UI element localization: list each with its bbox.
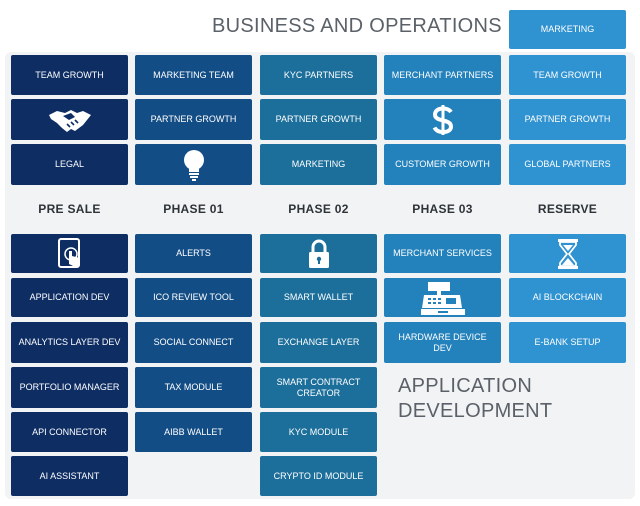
tile-label: LEGAL — [54, 159, 85, 169]
tile-phase03-dollar — [384, 99, 501, 140]
tile-reserve-ai-blockchain: Ai BLOCKCHAIN — [509, 278, 626, 317]
tile-reserve-team-growth: TEAM GROWTH — [509, 55, 626, 95]
tile-phase01-alerts: ALERTS — [135, 234, 252, 273]
tile-phase02-exchange-layer: EXCHANGE LAYER — [260, 322, 377, 363]
tile-label: MARKETING — [291, 159, 346, 169]
tile-label: MERCHANT SERVICES — [393, 248, 492, 258]
tile-label: TEAM GROWTH — [35, 69, 104, 80]
tile-phase02-smart-wallet: SMART WALLET — [260, 278, 377, 317]
tile-reserve-ebank-setup: E-BANK SETUP — [509, 322, 626, 363]
tile-phase01-social-connect: SOCIAL CONNECT — [135, 322, 252, 363]
tile-label: MERCHANT PARTNERS — [391, 69, 494, 80]
tile-label: TEAM GROWTH — [533, 69, 602, 80]
tile-label: HARDWARE DEVICE DEV — [398, 331, 487, 353]
tile-phase03-hardware-device: HARDWARE DEVICE DEV — [384, 322, 501, 363]
tile-phase03-merchant-partners: MERCHANT PARTNERS — [384, 55, 501, 95]
tile-label: CUSTOMER GROWTH — [395, 159, 490, 169]
tile-presale-handshake — [11, 99, 128, 140]
tile-reserve-hourglass — [509, 234, 626, 273]
application-title-line2: DEVELOPMENT — [398, 400, 553, 422]
tile-label: PARTNER GROWTH — [150, 114, 237, 124]
lightbulb-icon — [182, 149, 206, 181]
tile-phase01-tax-module: TAX MODULE — [135, 367, 252, 408]
application-title-line1: APPLICATION — [398, 375, 533, 397]
tile-label: TAX MODULE — [164, 382, 223, 392]
tile-phase01-aibb-wallet: AIBB WALLET — [135, 412, 252, 452]
tile-label: EXCHANGE LAYER — [277, 337, 360, 347]
tile-reserve-partner-growth: PARTNER GROWTH — [509, 99, 626, 140]
tile-label: Ai BLOCKCHAIN — [532, 292, 603, 302]
tablet-touch-icon — [56, 237, 84, 271]
tile-label: MARKETING — [540, 24, 595, 34]
tile-phase01-ico-review: ICO REVIEW TOOL — [135, 278, 252, 317]
tile-label: KYC PARTNERS — [283, 69, 354, 80]
tile-phase02-padlock — [260, 234, 377, 273]
tile-presale-portfolio-manager: PORTFOLIO MANAGER — [11, 367, 128, 408]
tile-phase03-cash-register — [384, 278, 501, 317]
cash-register-icon — [420, 280, 466, 316]
tile-phase02-marketing: MARKETING — [260, 144, 377, 185]
tile-label: SMART CONTRACT CREATOR — [276, 376, 361, 398]
tile-label: PARTNER GROWTH — [275, 114, 362, 124]
hourglass-icon — [557, 238, 579, 270]
tile-label: ICO REVIEW TOOL — [153, 292, 234, 302]
padlock-icon — [308, 239, 330, 269]
tile-presale-api-connector: API CONNECTOR — [11, 412, 128, 452]
tile-phase01-lightbulb — [135, 144, 252, 185]
tile-phase02-kyc-partners: KYC PARTNERS — [260, 55, 377, 95]
tile-phase02-partner-growth: PARTNER GROWTH — [260, 99, 377, 140]
tile-phase01-marketing-team: MARKETING TEAM — [135, 55, 252, 95]
tile-label: SMART WALLET — [283, 292, 354, 302]
dollar-icon — [431, 104, 455, 136]
tile-presale-team-growth: TEAM GROWTH — [11, 55, 128, 95]
column-heading-reserve: RESERVE — [537, 202, 598, 216]
tile-label: E-BANK SETUP — [534, 337, 601, 347]
tile-reserve-global-partners: GLOBAL PARTNERS — [509, 144, 626, 185]
tile-label: MARKETING TEAM — [153, 69, 234, 80]
tile-phase03-customer-growth: CUSTOMER GROWTH — [384, 144, 501, 185]
business-operations-title: BUSINESS AND OPERATIONS — [212, 15, 502, 37]
tile-phase02-kyc-module: KYC MODULE — [260, 412, 377, 452]
tile-reserve-marketing: MARKETING — [509, 10, 626, 49]
tile-label: AIBB WALLET — [164, 426, 223, 437]
tile-presale-legal: LEGAL — [11, 144, 128, 185]
tile-phase01-partner-growth: PARTNER GROWTH — [135, 99, 252, 140]
tile-phase03-merchant-services: MERCHANT SERVICES — [384, 234, 501, 273]
tile-presale-tablet — [11, 234, 128, 273]
tile-label: CRYPTO ID MODULE — [273, 470, 364, 481]
tile-label: PARTNER GROWTH — [524, 114, 611, 124]
tile-phase02-smart-contract: SMART CONTRACT CREATOR — [260, 367, 377, 408]
column-heading-presale: PRE SALE — [38, 202, 101, 216]
column-heading-phase03: PHASE 03 — [412, 202, 473, 216]
tile-label: ANALYTICS LAYER DEV — [18, 337, 121, 347]
tile-label: GLOBAL PARTNERS — [524, 159, 611, 169]
handshake-icon — [47, 105, 93, 135]
column-heading-phase01: PHASE 01 — [163, 202, 224, 216]
tile-label: PORTFOLIO MANAGER — [19, 382, 120, 392]
tile-label: ALERTS — [176, 248, 211, 258]
tile-presale-application-dev: APPLICATION DEV — [11, 278, 128, 317]
tile-label: KYC MODULE — [288, 426, 349, 437]
tile-label: APPLICATION DEV — [29, 292, 110, 302]
column-heading-phase02: PHASE 02 — [288, 202, 349, 216]
tile-presale-analytics-layer: ANALYTICS LAYER DEV — [11, 322, 128, 363]
tile-label: AI ASSISTANT — [39, 470, 100, 481]
application-development-title: APPLICATION DEVELOPMENT — [398, 374, 552, 424]
tile-label: SOCIAL CONNECT — [153, 337, 234, 347]
tile-presale-ai-assistant: AI ASSISTANT — [11, 456, 128, 496]
tile-phase02-crypto-id: CRYPTO ID MODULE — [260, 456, 377, 496]
tile-label: API CONNECTOR — [32, 426, 107, 437]
